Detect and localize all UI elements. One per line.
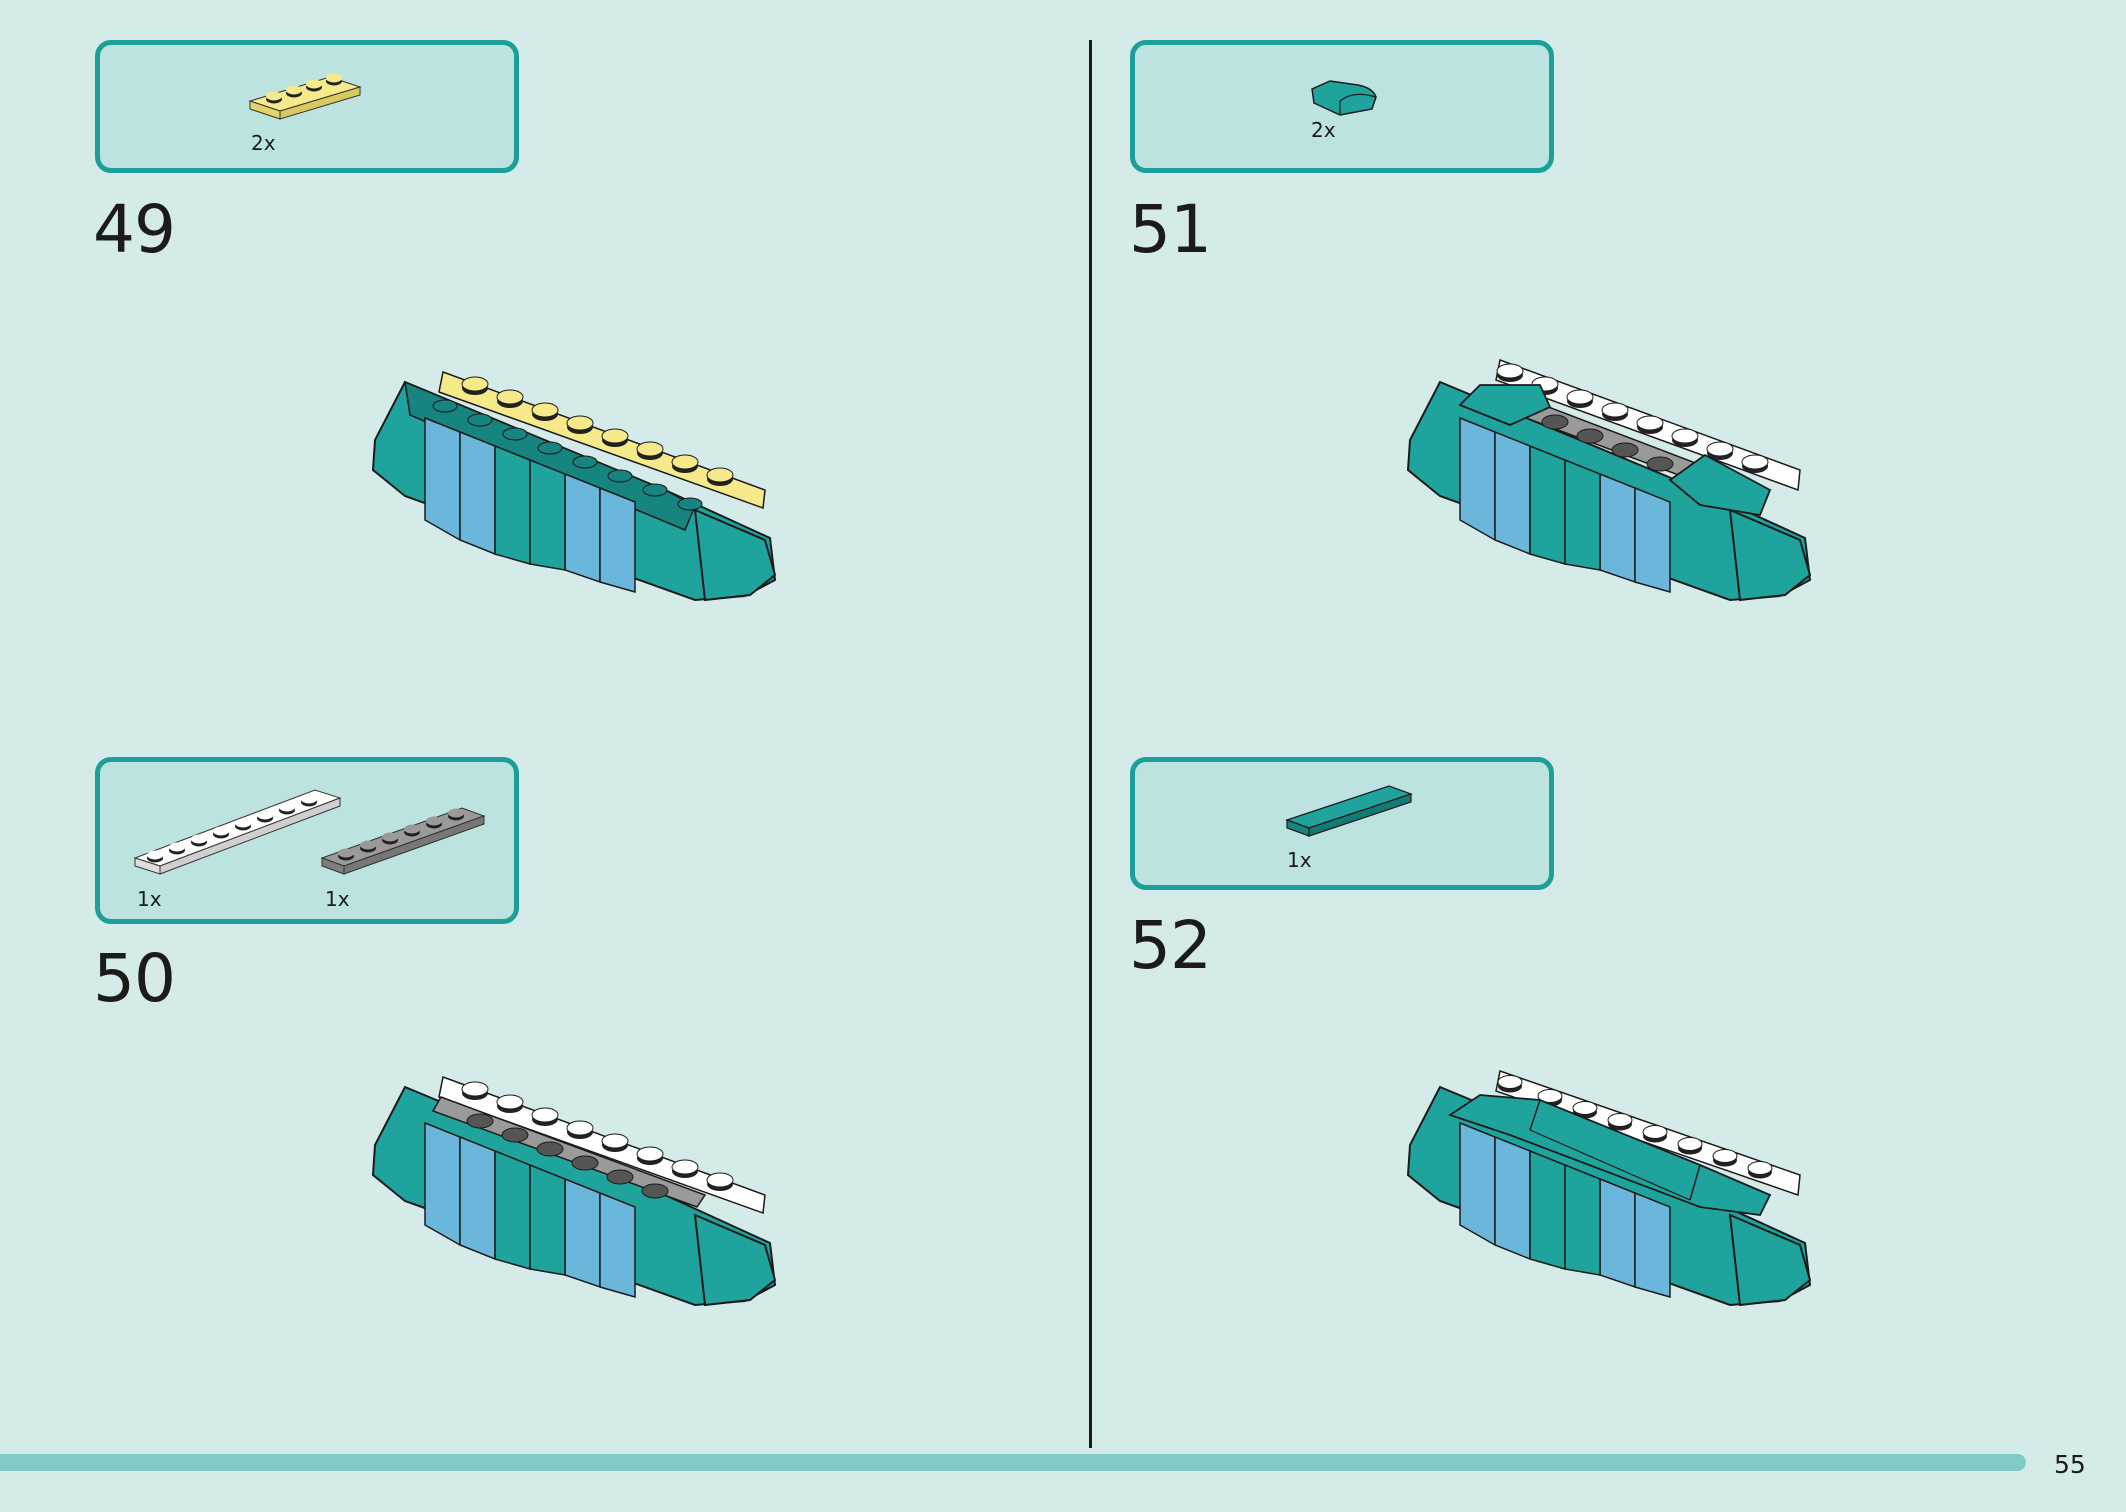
footer-progress-bar <box>0 1454 2026 1471</box>
teal-tile-1x4-icon <box>1285 785 1413 837</box>
yellow-plate-1x4-icon <box>248 73 362 120</box>
gray-plate-1x4-icon <box>320 807 486 875</box>
step-number-51: 51 <box>1129 191 1212 268</box>
part-quantity: 2x <box>1311 118 1336 142</box>
page-number: 55 <box>2054 1450 2086 1479</box>
part-quantity: 2x <box>251 131 276 155</box>
part-quantity: 1x <box>1287 848 1312 872</box>
step-number-49: 49 <box>93 191 176 268</box>
teal-curved-slope-icon <box>1311 80 1377 116</box>
page-divider <box>1089 40 1092 1448</box>
part-quantity: 1x <box>137 887 162 911</box>
white-plate-1x6-icon <box>133 789 342 875</box>
part-quantity: 1x <box>325 887 350 911</box>
parts-box-step-52: 1x <box>1130 757 1554 890</box>
parts-box-step-49: 2x <box>95 40 519 173</box>
build-model-step-52 <box>1406 1070 1812 1307</box>
step-number-50: 50 <box>93 940 176 1017</box>
parts-box-step-50: 1x 1x <box>95 757 519 924</box>
build-model-step-49 <box>371 370 777 602</box>
build-model-step-50 <box>371 1075 777 1307</box>
step-number-52: 52 <box>1129 907 1212 984</box>
build-model-step-51 <box>1406 358 1812 602</box>
parts-box-step-51: 2x <box>1130 40 1554 173</box>
